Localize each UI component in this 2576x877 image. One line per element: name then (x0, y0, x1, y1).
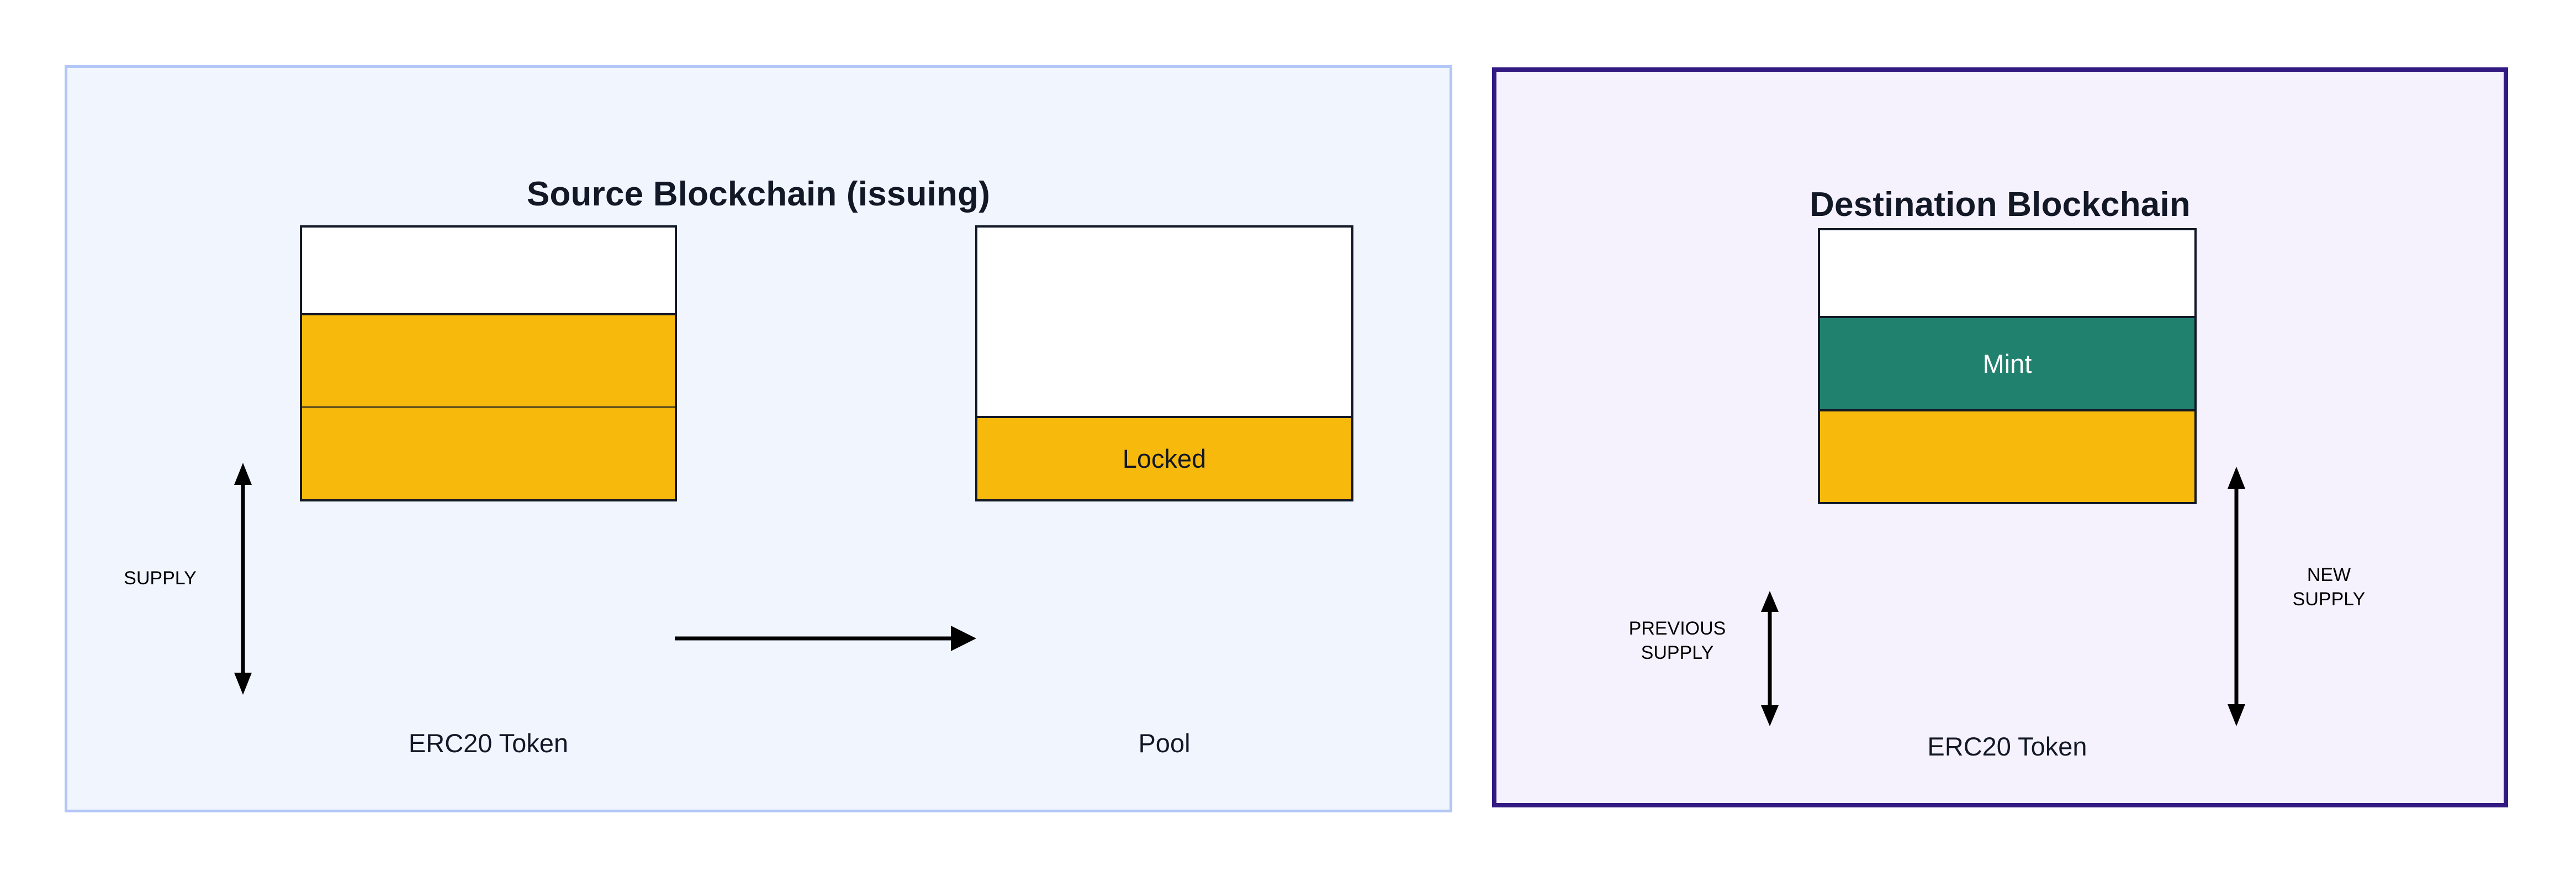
destination-erc20-mint-segment: Mint (1820, 316, 2194, 409)
supply-measure-label: SUPPLY (124, 568, 197, 589)
supply-measure-arrow (232, 463, 254, 695)
new-supply-measure-label: NEW SUPPLY (2292, 564, 2366, 610)
previous-supply-measure-arrow (1759, 591, 1781, 726)
source-erc20-token-caption: ERC20 Token (408, 728, 569, 758)
previous-supply-measure-label: PREVIOUS SUPPLY (1628, 618, 1726, 663)
pool-locked-segment: Locked (977, 415, 1351, 499)
destination-erc20-mint-label: Mint (1982, 348, 2032, 378)
pool-locked-label: Locked (1122, 443, 1207, 473)
source-erc20-supply-segment-upper (302, 313, 675, 406)
pool-empty-segment (977, 228, 1351, 416)
previous-supply-double-arrow-icon (1761, 591, 1779, 726)
new-supply-measure-arrow (2225, 467, 2247, 726)
destination-panel-title: Destination Blockchain (1810, 186, 2191, 224)
source-erc20-unissued-segment (302, 228, 675, 313)
destination-erc20-token-caption: ERC20 Token (1927, 732, 2087, 761)
source-panel-title: Source Blockchain (issuing) (526, 175, 991, 213)
destination-erc20-unissued-segment (1820, 230, 2194, 316)
source-erc20-token-bar (300, 225, 677, 501)
pool-caption: Pool (1138, 728, 1191, 758)
supply-double-arrow-icon (234, 463, 252, 695)
new-supply-double-arrow-icon (2228, 467, 2245, 726)
source-erc20-supply-segment-lower (302, 406, 675, 499)
destination-erc20-previous-supply-segment (1820, 409, 2194, 502)
arrow-right-icon (675, 626, 976, 651)
destination-erc20-token-bar: Mint (1818, 228, 2197, 504)
pool-bar: Locked (975, 225, 1353, 501)
transfer-arrow (675, 621, 976, 656)
